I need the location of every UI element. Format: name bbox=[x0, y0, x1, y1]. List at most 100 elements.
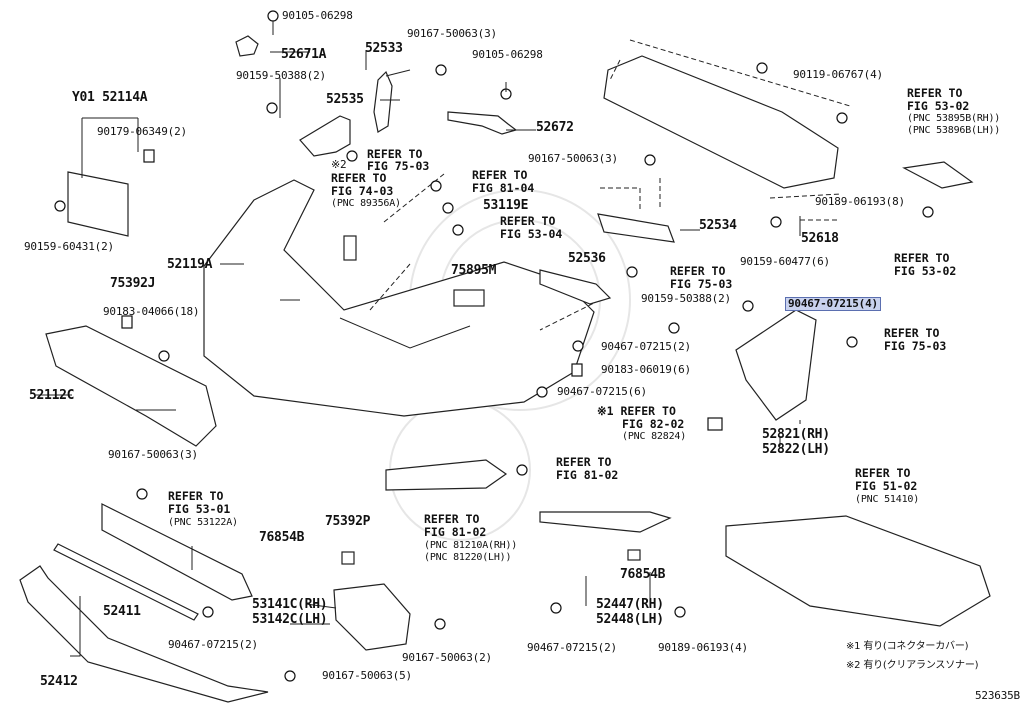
refer-text[interactable]: REFER TO bbox=[472, 168, 528, 182]
part-label-52112C: 52112C bbox=[29, 388, 75, 403]
part-label-90467-07215-6: 90467-07215(6) bbox=[557, 385, 647, 398]
fog-lamp-81210A bbox=[385, 459, 528, 491]
part-label-90183-06019: 90183-06019(6) bbox=[601, 363, 691, 376]
refer-text[interactable]: REFER TO bbox=[855, 466, 911, 480]
part-label-90167-50063: 90167-50063(3) bbox=[407, 27, 497, 40]
refer-text[interactable]: REFER TO bbox=[556, 455, 612, 469]
refer-text[interactable]: REFER TO bbox=[884, 326, 940, 340]
part-label-52448: 52448(LH) bbox=[596, 612, 664, 627]
refer-text[interactable]: ※1 REFER TO bbox=[597, 404, 676, 418]
refer-fig[interactable]: FIG 75-03 bbox=[884, 339, 947, 353]
part-label-90189-06193-4: 90189-06193(4) bbox=[658, 641, 748, 654]
part-label-90159-50388-b: 90159-50388(2) bbox=[641, 292, 731, 305]
refer-fig[interactable]: FIG 51-02 bbox=[855, 479, 918, 493]
absorber-52112C bbox=[45, 315, 217, 447]
part-label-90159-50388: 90159-50388(2) bbox=[236, 69, 326, 82]
part-label-90167-50063-5: 90167-50063(5) bbox=[322, 669, 412, 682]
part-label-52671A: 52671A bbox=[281, 47, 327, 62]
fasteners-center bbox=[430, 180, 584, 398]
refer-text[interactable]: REFER TO bbox=[168, 489, 224, 503]
part-label-90467-07215-c: 90467-07215(2) bbox=[527, 641, 617, 654]
side-bracket-52821 bbox=[707, 300, 858, 431]
part-label-76854B: 76854B bbox=[259, 530, 305, 545]
lower-molding-52412 bbox=[19, 565, 296, 703]
refer-text[interactable]: REFER TO bbox=[907, 86, 963, 100]
bracket-52671A bbox=[235, 10, 279, 57]
part-label-76854B-b: 76854B bbox=[620, 567, 666, 582]
bracket-52536 bbox=[539, 266, 680, 334]
part-label-52672: 52672 bbox=[536, 120, 574, 135]
bumper-side-52447 bbox=[539, 511, 686, 618]
refer-fig[interactable]: FIG 81-02 bbox=[556, 468, 619, 482]
part-label-52618: 52618 bbox=[801, 231, 839, 246]
license-plate-bracket-52114A bbox=[54, 117, 155, 237]
refer-text[interactable]: REFER TO bbox=[500, 214, 556, 228]
bracket-52535 bbox=[266, 102, 358, 162]
part-label-52447: 52447(RH) bbox=[596, 597, 664, 612]
part-label-90467-07215-b: 90467-07215(2) bbox=[168, 638, 258, 651]
bumper-retainer-52618 bbox=[603, 39, 851, 228]
part-label-75392P: 75392P bbox=[325, 514, 371, 529]
part-label-52822: 52822(LH) bbox=[762, 442, 830, 457]
part-label-53141C: 53141C(RH) bbox=[252, 597, 328, 612]
footnote-2: ※2 有り(クリアランスソナー) bbox=[846, 660, 979, 671]
bracket-52533 bbox=[373, 64, 447, 133]
refer-fig[interactable]: FIG 81-02 bbox=[424, 525, 487, 539]
part-label-90183-04066: 90183-04066(18) bbox=[103, 305, 200, 318]
refer-text[interactable]: REFER TO bbox=[424, 512, 480, 526]
note-mark: ※2 bbox=[331, 158, 347, 171]
engine-undercover-51410 bbox=[725, 515, 991, 627]
diagram-id: 523635B bbox=[975, 689, 1020, 702]
refer-text[interactable]: REFER TO bbox=[670, 264, 726, 278]
part-label-52412: 52412 bbox=[40, 674, 78, 689]
refer-text[interactable]: REFER TO bbox=[894, 251, 950, 265]
fog-cover-53141C bbox=[333, 551, 446, 651]
refer-text[interactable]: REFER TO bbox=[367, 147, 423, 161]
refer-fig[interactable]: FIG 74-03 bbox=[331, 184, 394, 198]
part-label-90167-50063-c: 90167-50063(3) bbox=[108, 448, 198, 461]
part-label-90167-50063-b: 90167-50063(3) bbox=[528, 152, 618, 165]
part-label-75392J: 75392J bbox=[110, 276, 156, 291]
lower-grille-53122A bbox=[101, 488, 253, 601]
part-label-75895M: 75895M bbox=[451, 263, 497, 278]
part-label-90179-06349: 90179-06349(2) bbox=[97, 125, 187, 138]
refer-text[interactable]: REFER TO bbox=[331, 171, 387, 185]
bracket-52534 bbox=[597, 154, 675, 243]
refer-pnc: (PNC 53122A) bbox=[168, 517, 238, 528]
part-label-90467-07215-highlighted[interactable]: 90467-07215(4) bbox=[785, 297, 881, 311]
part-label-90105-06298-b: 90105-06298 bbox=[472, 48, 543, 61]
molding-52411 bbox=[53, 543, 214, 621]
refer-pnc: (PNC 81220(LH)) bbox=[424, 552, 512, 563]
refer-pnc: (PNC 82824) bbox=[622, 431, 687, 442]
part-label-52535: 52535 bbox=[326, 92, 364, 107]
bracket-53895B bbox=[902, 161, 974, 218]
refer-fig[interactable]: FIG 82-02 bbox=[622, 417, 685, 431]
part-label-52821: 52821(RH) bbox=[762, 427, 830, 442]
part-label-52119A: 52119A bbox=[167, 257, 213, 272]
refer-pnc: (PNC 51410) bbox=[855, 494, 920, 505]
part-label-52114A: Y01 52114A bbox=[72, 90, 148, 105]
part-label-90167-50063-2: 90167-50063(2) bbox=[402, 651, 492, 664]
leader-lines bbox=[36, 50, 801, 657]
refer-fig[interactable]: FIG 75-03 bbox=[367, 159, 430, 173]
refer-fig[interactable]: FIG 81-04 bbox=[472, 181, 535, 195]
refer-fig[interactable]: FIG 75-03 bbox=[670, 277, 733, 291]
part-label-52534: 52534 bbox=[699, 218, 737, 233]
refer-fig[interactable]: FIG 53-04 bbox=[500, 227, 563, 241]
refer-fig[interactable]: FIG 53-02 bbox=[907, 99, 970, 113]
refer-pnc: (PNC 89356A) bbox=[331, 198, 401, 209]
refer-fig[interactable]: FIG 53-01 bbox=[168, 502, 231, 516]
refer-fig[interactable]: FIG 53-02 bbox=[894, 264, 957, 278]
part-label-52411: 52411 bbox=[103, 604, 141, 619]
refer-pnc: (PNC 53895B(RH)) bbox=[907, 113, 1001, 124]
bumper-cover-52119A bbox=[203, 173, 601, 417]
bracket-52672 bbox=[447, 82, 518, 135]
part-label-52536: 52536 bbox=[568, 251, 606, 266]
part-label-53119E: 53119E bbox=[483, 198, 529, 213]
part-label-90159-60477: 90159-60477(6) bbox=[740, 255, 830, 268]
part-label-90119-06767: 90119-06767(4) bbox=[793, 68, 883, 81]
part-label-90159-60431: 90159-60431(2) bbox=[24, 240, 114, 253]
part-label-90105-06298: 90105-06298 bbox=[282, 9, 353, 22]
part-label-53142C: 53142C(LH) bbox=[252, 612, 328, 627]
